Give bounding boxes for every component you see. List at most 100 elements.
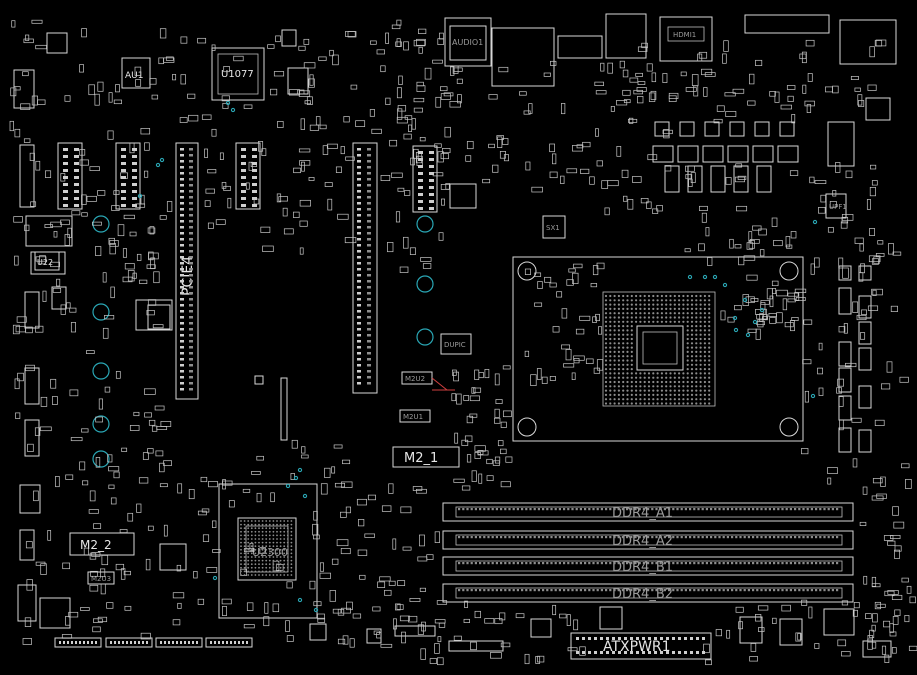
bga-ball [622,342,625,345]
bga-ball [254,534,257,537]
footprint [768,313,777,317]
bga-ball [626,316,629,319]
footprint [301,454,309,459]
bga-ball [286,545,289,548]
bga-ball [708,380,711,384]
dimm-pin [672,508,675,511]
footprint [115,563,125,571]
header-pin [121,155,126,158]
slot-pin [189,268,193,271]
footprint [838,257,844,269]
slot-pin [357,166,361,169]
dimm-pin [756,589,759,592]
footprint [403,236,409,249]
footprint [890,535,901,539]
footprint [327,198,333,211]
bga-ball [609,363,612,366]
dimm-pin [752,589,755,592]
bga-ball [630,350,633,353]
bga-ball [609,385,612,388]
footprint [453,478,465,483]
bga-ball [635,307,638,310]
bga-ball [622,398,625,401]
footprint [413,39,426,47]
footprint [434,619,446,624]
footprint [636,87,647,92]
bga-ball [682,393,685,396]
footprint [40,396,48,407]
bga-ball [682,312,685,315]
footprint [450,66,455,76]
footprint [413,97,425,103]
bga-ball [276,559,278,562]
bga-ball [290,563,293,566]
bga-ball [686,355,689,358]
footprint [393,618,397,630]
footprint [120,568,126,580]
mounting-holes-left [92,215,434,468]
bga-ball [635,303,638,306]
bga-ball [626,299,629,302]
bga-ball [639,372,642,375]
slot-pin [180,304,184,307]
footprint [835,162,841,173]
footprint [637,96,644,104]
bga-ball [630,393,633,396]
dimm-pin [516,508,519,511]
bga-ball [626,333,629,336]
dimm-pin [546,589,549,592]
slot-pin [367,178,371,181]
footprint [769,317,777,324]
footprint [607,180,619,187]
footprint [297,89,305,95]
bga-ball [613,389,616,392]
bga-ball [690,372,694,375]
bga-ball [609,325,612,328]
header-pin [132,162,137,165]
footprint [500,448,507,455]
dimm-pin [621,536,624,539]
footprint [52,396,58,405]
dimm-pin [815,536,818,539]
footprint [747,100,756,106]
slot-pin [180,148,184,151]
footprint [82,480,89,486]
footprint [492,164,499,173]
bga-ball [272,541,275,544]
bga-ball [258,556,260,558]
footprint [887,590,899,595]
bga-ball [283,527,286,530]
atx-pin [624,651,627,654]
footprint [759,249,765,257]
bga-ball [622,380,625,384]
header-pin [132,183,137,186]
dimm-pin [663,536,666,539]
dimm-pin [621,508,624,511]
header-pin [132,155,137,158]
footprint [329,590,336,602]
bga-ball [254,563,257,566]
footprint [456,78,463,84]
bga-ball [690,325,694,328]
footprint [340,146,345,155]
bga-ball [290,566,293,569]
bga-ball [639,320,642,323]
footprint [652,208,659,214]
bga-ball [617,393,621,396]
bga-ball [261,574,264,576]
bga-ball [695,307,698,310]
bga-ball [626,342,629,345]
dimm-pin [483,589,486,592]
bga-ball [276,538,278,540]
footprint [364,533,375,538]
bga-ball [695,350,698,353]
header-pin [222,641,224,644]
header-pin [241,204,246,207]
slot-pin [180,340,184,343]
bga-ball [258,538,260,540]
footprint [580,168,590,174]
via [230,107,236,113]
bga-ball [243,545,246,548]
footprint [698,243,705,252]
header-pin [71,641,73,644]
